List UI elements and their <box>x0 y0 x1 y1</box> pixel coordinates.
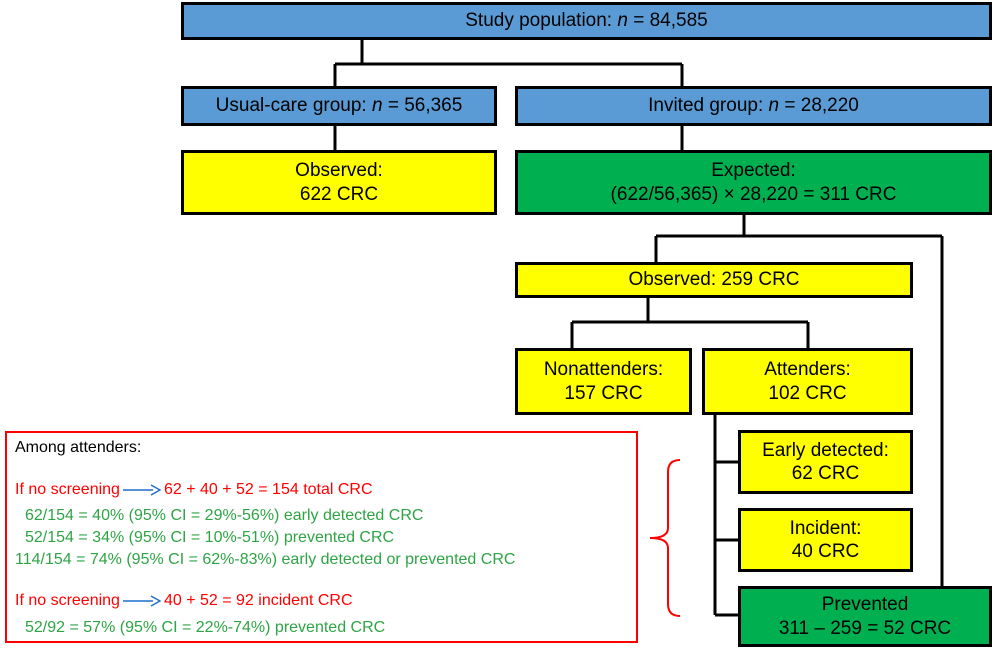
expected-box: Expected: (622/56,365) × 28,220 = 311 CR… <box>515 150 992 215</box>
prevented-label: Prevented <box>821 594 909 616</box>
invited-prefix: Invited group: <box>648 95 769 117</box>
study-population-n: n <box>617 10 628 32</box>
nonattenders-value: 157 CRC <box>564 382 643 404</box>
note-no-screening-label: If no screening <box>15 481 120 498</box>
note-incident-prevented-line: 52/92 = 57% (95% CI = 22%-74%) prevented… <box>25 619 386 636</box>
nonattenders-box: Nonattenders: 157 CRC <box>515 348 692 415</box>
note-prevented-line: 52/154 = 34% (95% CI = 10%-51%) prevente… <box>25 529 395 546</box>
early-detected-value: 62 CRC <box>791 463 860 484</box>
expected-formula: (622/56,365) × 28,220 = 311 CRC <box>610 183 897 205</box>
note-early-detected-line: 62/154 = 40% (95% CI = 29%-56%) early de… <box>25 507 424 524</box>
note-line-total: If no screening 62 + 40 + 52 = 154 total … <box>15 481 373 499</box>
incident-box: Incident: 40 CRC <box>738 508 913 572</box>
expected-label: Expected: <box>711 160 796 182</box>
usual-care-value: = 56,365 <box>382 95 463 117</box>
attenders-value: 102 CRC <box>768 382 847 404</box>
note-total-result: 62 + 40 + 52 = 154 total CRC <box>163 481 373 498</box>
prevented-box: Prevented 311 – 259 = 52 CRC <box>738 586 992 647</box>
note-no-screening-label: If no screening <box>15 592 120 609</box>
usual-care-prefix: Usual-care group: <box>215 95 372 117</box>
invited-group-box: Invited group: n = 28,220 <box>515 86 992 126</box>
note-heading: Among attenders: <box>15 439 142 456</box>
early-detected-box: Early detected: 62 CRC <box>738 430 913 494</box>
note-combined-line: 114/154 = 74% (95% CI = 62%-83%) early d… <box>15 551 516 568</box>
observed-invited-box: Observed: 259 CRC <box>515 262 913 298</box>
early-detected-label: Early detected: <box>762 439 889 461</box>
study-population-value: = 84,585 <box>627 10 708 32</box>
note-incident-result: 40 + 52 = 92 incident CRC <box>163 592 353 609</box>
observed-usual-label: Observed: <box>295 160 383 182</box>
red-brace <box>649 459 681 617</box>
attenders-note-box: Among attenders: If no screening 62 + 40 … <box>5 431 638 643</box>
usual-care-group-box: Usual-care group: n = 56,365 <box>181 86 497 126</box>
observed-usual-value: 622 CRC <box>299 183 379 205</box>
incident-value: 40 CRC <box>791 541 860 562</box>
study-population-prefix: Study population: <box>465 10 618 32</box>
prevented-formula: 311 – 259 = 52 CRC <box>778 617 952 639</box>
invited-n: n <box>768 95 780 117</box>
right-arrow-icon <box>122 484 161 496</box>
invited-value: = 28,220 <box>779 95 859 117</box>
usual-care-n: n <box>371 95 383 117</box>
right-arrow-icon <box>122 595 161 607</box>
attenders-box: Attenders: 102 CRC <box>702 348 913 415</box>
observed-invited-label: Observed: 259 CRC <box>628 269 800 291</box>
note-line-incident: If no screening 40 + 52 = 92 incident CRC <box>15 592 353 610</box>
observed-usual-care-box: Observed: 622 CRC <box>181 150 497 215</box>
incident-label: Incident: <box>789 517 862 539</box>
nonattenders-label: Nonattenders: <box>543 359 664 381</box>
attenders-label: Attenders: <box>764 359 851 381</box>
study-population-box: Study population: n = 84,585 <box>181 2 992 40</box>
